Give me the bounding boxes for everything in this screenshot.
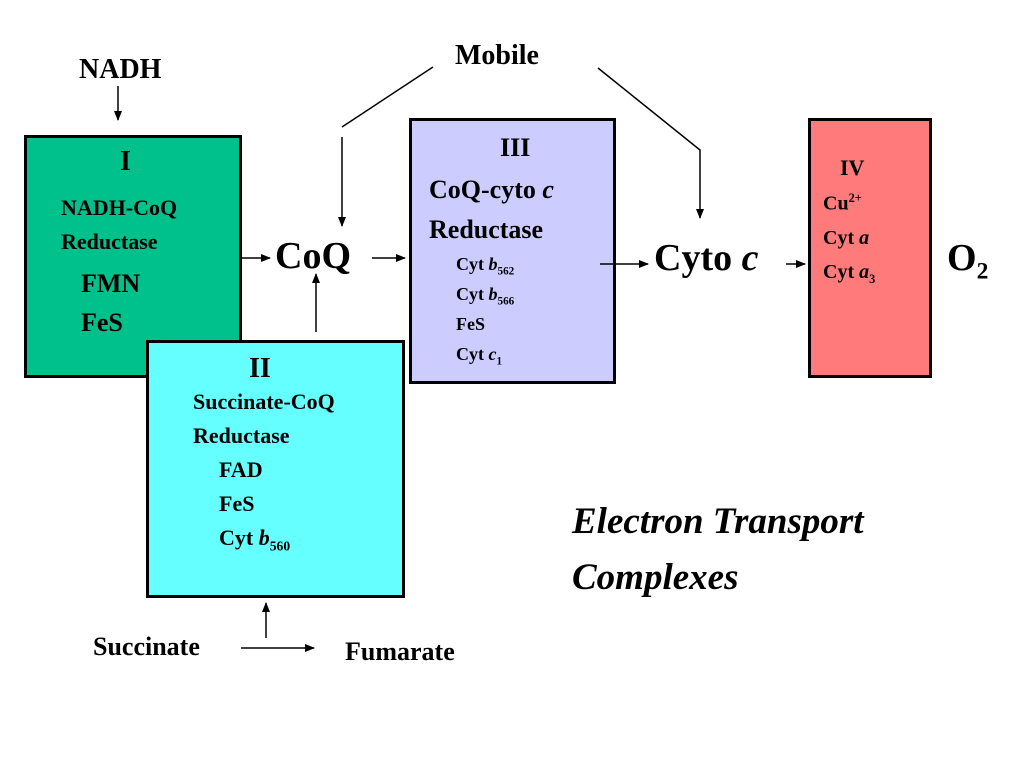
complex-iii-fes: FeS — [456, 314, 485, 334]
complex-iii-name-line1: CoQ-cyto c — [429, 175, 554, 204]
complex-ii-fes: FeS — [219, 491, 255, 516]
nadh-label: NADH — [79, 54, 162, 85]
complex-ii-name-line2: Reductase — [193, 423, 290, 448]
complex-iii-name-line2: Reductase — [429, 215, 544, 244]
complex-i-name-line2: Reductase — [61, 229, 158, 254]
complex-iii-cyt-b566: Cyt b566 — [456, 284, 515, 308]
complex-ii-name-line1: Succinate-CoQ — [193, 389, 335, 414]
complex-iii-cyt-b562: Cyt b562 — [456, 254, 515, 278]
complex-i-fes: FeS — [81, 308, 123, 337]
complex-i-numeral: I — [120, 146, 131, 177]
complex-iii-box: III CoQ-cyto c Reductase Cyt b562 Cyt b5… — [409, 118, 616, 384]
o2-label: O2 — [947, 237, 989, 285]
complex-iv-cyt-a3: Cyt a3 — [823, 261, 876, 286]
complex-i-box: I NADH-CoQ Reductase FMN FeS — [24, 135, 242, 378]
fumarate-label: Fumarate — [345, 637, 455, 666]
complex-iv-box: IV Cu2+ Cyt a Cyt a3 — [808, 118, 932, 378]
complex-iv-cyt-a: Cyt a — [823, 227, 870, 249]
cyto-c-label: Cyto c — [654, 237, 759, 279]
complex-ii-box: II Succinate-CoQ Reductase FAD FeS Cyt b… — [146, 340, 405, 598]
coq-label: CoQ — [275, 235, 351, 277]
complex-i-fmn: FMN — [81, 269, 141, 298]
complex-i-name-line1: NADH-CoQ — [61, 195, 178, 220]
complex-iv-cu: Cu2+ — [823, 191, 862, 215]
diagram-title-line2: Complexes — [572, 557, 739, 598]
complex-ii-numeral: II — [249, 353, 271, 384]
succinate-label: Succinate — [93, 632, 200, 661]
complex-ii-cyt-b560: Cyt b560 — [219, 525, 291, 554]
complex-ii-fad: FAD — [219, 457, 263, 482]
mobile-label: Mobile — [455, 40, 539, 71]
complex-iii-cyt-c1: Cyt c1 — [456, 344, 503, 368]
diagram-title-line1: Electron Transport — [572, 501, 864, 542]
complex-iii-numeral: III — [500, 133, 531, 162]
complex-iv-numeral: IV — [840, 155, 865, 180]
